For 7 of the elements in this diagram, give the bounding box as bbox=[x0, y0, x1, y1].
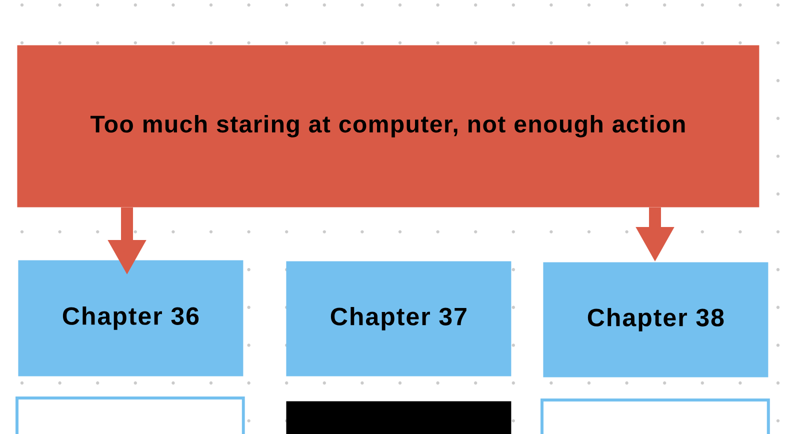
filled-box bbox=[286, 401, 512, 434]
outlined-box bbox=[16, 396, 245, 434]
chapter-box: Chapter 37 bbox=[286, 261, 512, 376]
chapter-box: Chapter 38 bbox=[543, 262, 768, 378]
outlined-box bbox=[540, 398, 770, 434]
chapter-box: Chapter 36 bbox=[18, 260, 244, 376]
banner-box: Too much staring at computer, not enough action bbox=[17, 45, 760, 208]
